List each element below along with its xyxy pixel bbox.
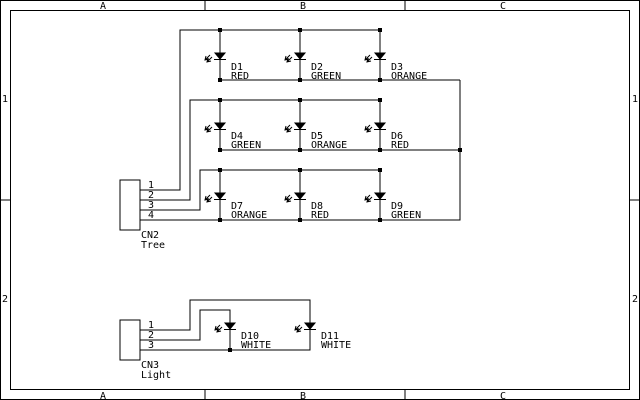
junction-dot	[218, 98, 222, 102]
junction-dot	[218, 218, 222, 222]
led-color: WHITE	[321, 340, 351, 351]
led-ref: D11	[321, 331, 339, 342]
led-d4: D4 GREEN	[204, 120, 261, 151]
led-color: ORANGE	[231, 210, 267, 221]
junction-dot	[378, 28, 382, 32]
led-d6: D6 RED	[364, 120, 409, 151]
led-color: ORANGE	[391, 71, 427, 82]
zone-label-bottom: A	[100, 391, 106, 400]
junction-dot	[218, 78, 222, 82]
zone-label-right: 1	[632, 94, 638, 105]
junction-dot	[298, 218, 302, 222]
led-d5: D5 ORANGE	[284, 120, 347, 151]
connector-ref: CN2	[141, 230, 159, 241]
led-color: RED	[231, 71, 249, 82]
junction-dot	[298, 78, 302, 82]
zone-label-bottom: B	[300, 391, 306, 400]
led-ref: D4	[231, 131, 243, 142]
led-color: WHITE	[241, 340, 271, 351]
pin-number: 1	[148, 180, 154, 191]
junction-dot	[378, 148, 382, 152]
connector-ref: CN3	[141, 360, 159, 371]
pin-number: 3	[148, 340, 154, 351]
wire-pin2	[155, 99, 381, 201]
wire-row2-anodes	[219, 100, 301, 120]
junctions	[218, 28, 462, 352]
led-d8: D8 RED	[284, 190, 329, 221]
pin-number: 3	[148, 200, 154, 211]
wire-row3-cathodes	[219, 206, 381, 220]
junction-dot	[298, 148, 302, 152]
pin-number: 1	[148, 320, 154, 331]
led-color: GREEN	[231, 140, 261, 151]
connector-value: Light	[141, 370, 171, 381]
led-color: GREEN	[311, 71, 341, 82]
led-d1: D1 RED	[204, 50, 249, 82]
zone-label-bottom: C	[500, 391, 506, 400]
led-d3: D3 ORANGE	[364, 50, 427, 82]
pin-number: 4	[148, 210, 154, 221]
junction-dot	[298, 98, 302, 102]
junction-dot	[218, 28, 222, 32]
wire-light-pin3	[155, 336, 311, 351]
net-wires	[155, 29, 461, 351]
led-d2: D2 GREEN	[284, 50, 341, 82]
zone-label-top: B	[300, 1, 306, 12]
wire-pin3	[155, 169, 381, 211]
led-d10: D10 WHITE	[214, 320, 271, 351]
led-ref: D7	[231, 201, 243, 212]
connector-body	[119, 179, 141, 231]
pin-number: 2	[148, 330, 154, 341]
junction-dot	[218, 148, 222, 152]
led-color: GREEN	[391, 210, 421, 221]
junction-dot	[458, 148, 462, 152]
connector-body	[119, 319, 141, 361]
led-color: RED	[391, 140, 409, 151]
led-d9: D9 GREEN	[364, 190, 421, 221]
wire-row3-anodes	[219, 170, 301, 190]
led-ref: D3	[391, 62, 403, 73]
inner-border	[10, 10, 630, 390]
zone-label-top: A	[100, 1, 106, 12]
zone-label-left: 1	[2, 94, 8, 105]
zone-label-top: C	[500, 1, 506, 12]
wire-pin1	[155, 29, 381, 191]
wire-pin4	[155, 80, 461, 221]
led-color: RED	[311, 210, 329, 221]
connector-pin-stubs	[140, 329, 155, 351]
junction-dot	[298, 168, 302, 172]
connector-cn3: 1 2 3 CN3 Light	[119, 319, 171, 381]
led-ref: D2	[311, 62, 323, 73]
wire-light-pin1	[155, 299, 311, 331]
zone-label-right: 2	[632, 294, 638, 305]
wire-row1-anodes	[219, 30, 301, 50]
led-color: ORANGE	[311, 140, 347, 151]
zone-label-left: 2	[2, 294, 8, 305]
junction-dot	[218, 168, 222, 172]
junction-dot	[228, 348, 232, 352]
led-ref: D1	[231, 62, 243, 73]
led-ref: D8	[311, 201, 323, 212]
led-ref: D10	[241, 331, 259, 342]
junction-dot	[378, 168, 382, 172]
led-ref: D9	[391, 201, 403, 212]
junction-dot	[298, 28, 302, 32]
junction-dot	[378, 218, 382, 222]
led-ref: D5	[311, 131, 323, 142]
wire-light-pin2	[155, 309, 231, 341]
led-ref: D6	[391, 131, 403, 142]
led-d11: D11 WHITE	[294, 320, 351, 351]
led-d7: D7 ORANGE	[204, 190, 267, 221]
junction-dot	[378, 98, 382, 102]
connector-value: Tree	[141, 240, 165, 251]
junction-dot	[378, 78, 382, 82]
connector-pin-stubs	[140, 189, 155, 221]
pin-number: 2	[148, 190, 154, 201]
connector-cn2: 1 2 3 4 CN2 Tree	[119, 179, 165, 251]
